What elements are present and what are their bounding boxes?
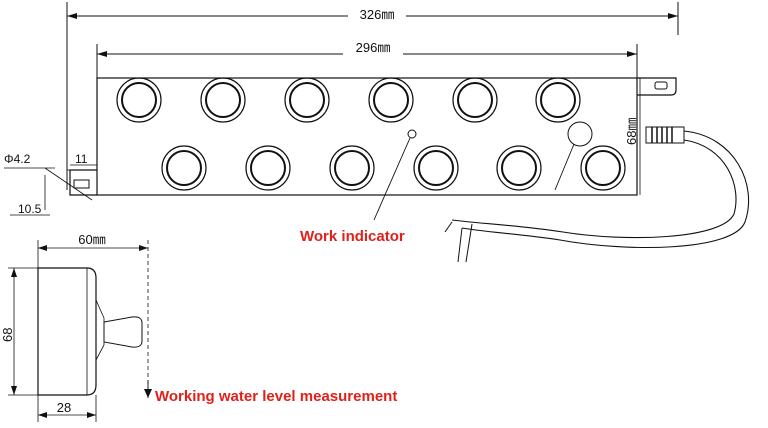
side-height-label: 68 [0, 328, 15, 342]
work-indicator-leader [373, 137, 411, 221]
overall-length-dimension: 326㎜ [66, 2, 679, 190]
water-level-leader [554, 143, 575, 191]
mounting-tab-left [67, 169, 97, 196]
cable-gland [645, 126, 685, 144]
work-indicator-annotation: Work indicator [300, 228, 405, 245]
tab-height-label: 10.5 [18, 202, 42, 216]
body-length-label: 296㎜ [356, 40, 391, 55]
disc [496, 145, 542, 191]
side-depth-label: 28 [57, 400, 71, 415]
power-cable [444, 130, 750, 263]
disc [413, 145, 459, 191]
work-indicator-led [407, 129, 417, 139]
disc [284, 77, 330, 123]
disc [535, 77, 581, 123]
disc [329, 145, 375, 191]
side-width-label: 60㎜ [78, 232, 105, 247]
disc [161, 145, 207, 191]
side-depth-dimension: 28 [37, 395, 97, 422]
disc [116, 77, 162, 123]
mounting-tab-right [637, 77, 677, 96]
overall-length-label: 326㎜ [360, 7, 395, 22]
height-right-label: 68㎜ [624, 118, 639, 145]
tab-width-label: 11 [75, 152, 88, 166]
disc [452, 77, 498, 123]
water-level-sensor [567, 121, 593, 147]
disc-row-top [116, 77, 581, 123]
side-height-dimension: 68 [0, 267, 38, 396]
disc [368, 77, 414, 123]
side-cable-gland [103, 316, 143, 348]
disc-row-bottom [161, 145, 626, 191]
water-level-arrow [144, 380, 152, 398]
body-length-dimension: 296㎜ [96, 40, 638, 78]
hole-diameter-label: Φ4.2 [4, 152, 31, 166]
disc [200, 77, 246, 123]
water-level-annotation: Working water level measurement [155, 388, 397, 405]
side-width-dimension: 60㎜ [37, 232, 149, 395]
tab-dimensions: 11 Φ4.2 10.5 [4, 152, 97, 216]
disc [245, 145, 291, 191]
disc [580, 145, 626, 191]
device-body-side [37, 267, 105, 396]
device-body-top [96, 77, 638, 196]
height-dimension-right: 68㎜ [624, 78, 641, 195]
